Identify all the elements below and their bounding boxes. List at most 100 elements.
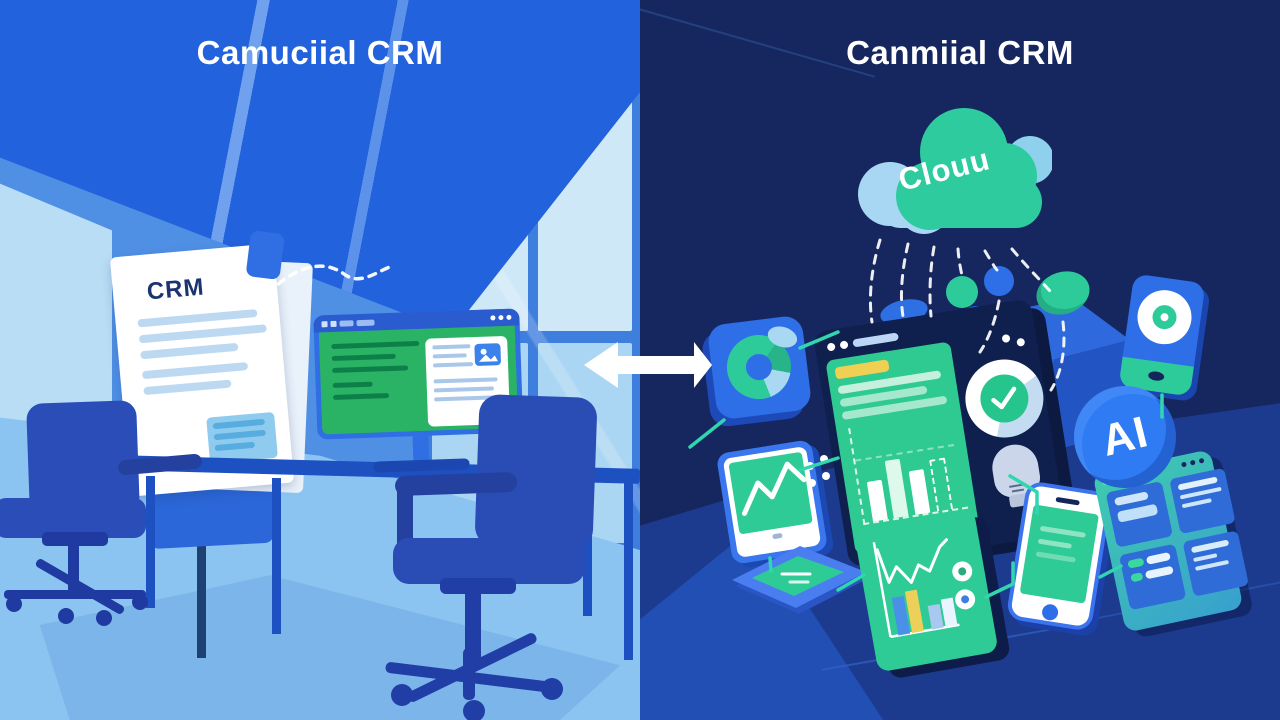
chair-base: [463, 648, 475, 700]
pill: [1193, 553, 1218, 563]
tablet-body: [722, 446, 822, 558]
table-line: [212, 418, 266, 430]
header-pill: [852, 332, 899, 348]
text-line: [143, 379, 232, 396]
table-line: [213, 429, 266, 441]
window-dot: [826, 342, 836, 352]
status-dot: [806, 462, 814, 470]
dashboard-right-panel: [950, 329, 1058, 535]
window-dot-dark: [1198, 457, 1205, 464]
paper-clip: [245, 230, 285, 280]
window-dot: [506, 314, 512, 320]
tablet-screen: [728, 451, 813, 535]
device-dial: [1134, 286, 1195, 348]
pill: [1190, 539, 1230, 554]
window-dot: [490, 315, 496, 321]
picture-glyph: [478, 348, 498, 362]
table-line: [214, 441, 255, 452]
text-line: [1037, 538, 1073, 549]
pill: [1144, 565, 1174, 580]
mini-icon: [321, 320, 328, 327]
text-line: [433, 377, 498, 384]
monitor-frame: [313, 308, 524, 440]
office-chair-front: [345, 393, 635, 720]
chair-pole: [68, 542, 79, 594]
chair-wheel: [96, 610, 112, 626]
status-dot: [822, 472, 830, 480]
status-dot: [820, 455, 828, 463]
desk-leg: [146, 476, 155, 608]
text-line: [331, 353, 396, 362]
list-card: [1105, 481, 1174, 548]
bar-chart: [848, 411, 969, 526]
list-card: [1182, 530, 1249, 597]
desk-leg: [272, 478, 281, 634]
cloud-shape: [858, 108, 1052, 234]
pill: [1116, 503, 1159, 523]
pill: [1181, 498, 1212, 509]
text-line: [432, 353, 467, 359]
chair-seat: [0, 498, 146, 538]
chair-underseat: [440, 578, 516, 594]
mini-icon: [356, 319, 375, 326]
phone-screen: [1019, 504, 1099, 604]
text-line: [332, 365, 409, 374]
text-line: [140, 342, 239, 360]
phone-speaker: [1055, 496, 1080, 506]
check-icon: [991, 386, 1017, 410]
text-line: [332, 381, 373, 389]
chair-base: [4, 590, 146, 599]
chair-wheel: [132, 594, 148, 610]
office-chair-left: [0, 400, 210, 632]
text-line: [433, 386, 494, 393]
pill: [1113, 491, 1149, 507]
chair-wheel: [58, 608, 74, 624]
chair-wheel: [6, 596, 22, 612]
line-bar-chart: [872, 538, 976, 639]
chair-wheel: [391, 684, 413, 706]
phone-home-button: [1040, 603, 1060, 622]
pill-green: [1130, 572, 1144, 583]
window-dot: [498, 315, 504, 321]
picture-icon: [474, 343, 502, 367]
pill: [1194, 559, 1230, 571]
traditional-crm-scene: CRM: [0, 0, 640, 720]
text-line: [432, 344, 471, 350]
mini-icon: [339, 319, 354, 327]
text-line: [1039, 525, 1086, 538]
window-dot-dark: [1180, 461, 1187, 468]
contact-card: [425, 335, 511, 427]
text-line: [1035, 551, 1076, 563]
monitor-screen: [318, 325, 519, 435]
desktop-monitor: [313, 308, 525, 477]
flat-tablet: [732, 546, 869, 614]
desk-leg: [624, 472, 633, 660]
bar-outlined: [929, 457, 954, 512]
tablet-device: [715, 439, 829, 565]
ai-badge-label: AI: [1096, 407, 1154, 466]
chair-base: [34, 557, 126, 616]
text-line: [331, 340, 420, 350]
document-stand-pole: [197, 540, 206, 658]
text-line: [432, 362, 474, 368]
window-dot: [1016, 337, 1026, 347]
data-dot-green: [946, 276, 978, 308]
highlight-pill: [834, 359, 890, 380]
line-chart: [741, 461, 807, 516]
donut-hole: [744, 352, 774, 382]
status-dot: [808, 479, 816, 487]
cloud-crm-scene: Clouu: [640, 0, 1280, 720]
left-title: Camuciial CRM: [196, 34, 444, 71]
bar: [908, 469, 931, 515]
right-title: Canmiial CRM: [846, 34, 1074, 71]
donut-chart-tile: [706, 314, 813, 421]
ai-badge: AI: [1074, 386, 1176, 488]
text-line: [137, 308, 258, 328]
window-dot: [1001, 333, 1011, 344]
text-line: [141, 362, 249, 380]
chair-armpost: [397, 488, 413, 554]
device-slot: [1147, 370, 1165, 382]
chair-pole: [465, 590, 481, 660]
media-device: [1118, 273, 1206, 397]
